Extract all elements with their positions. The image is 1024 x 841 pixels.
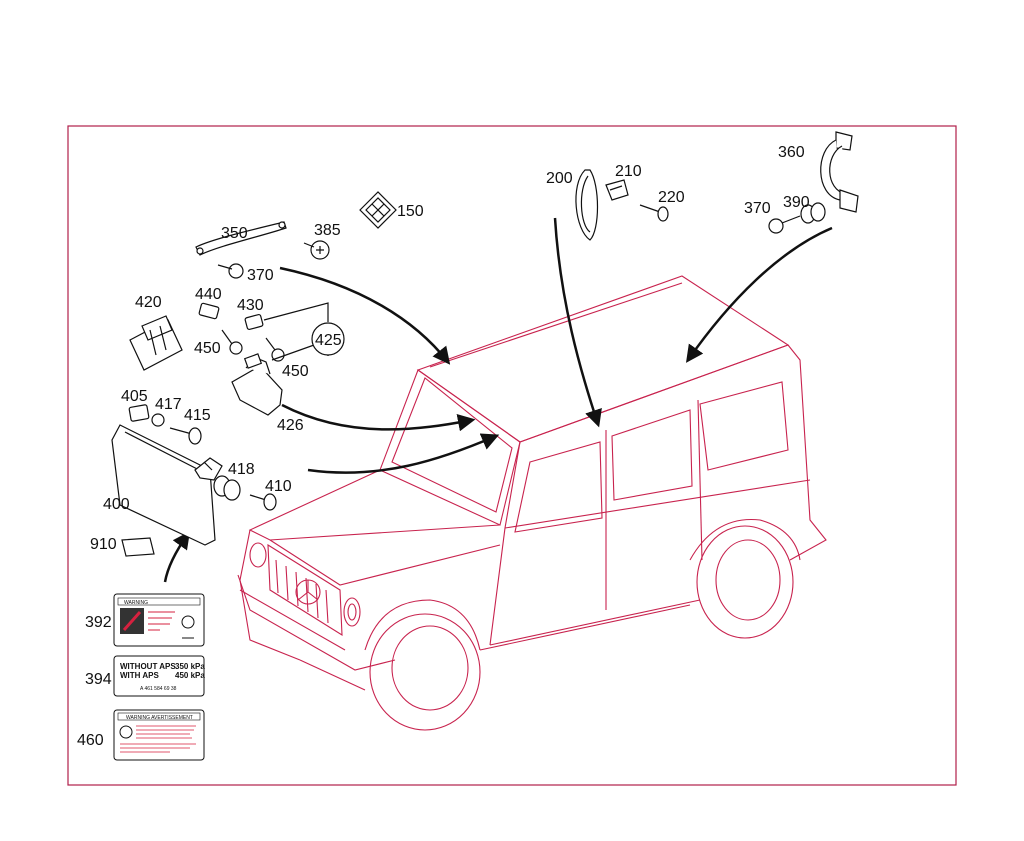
part-400-sun-visor — [111, 424, 216, 546]
callout-210: 210 — [615, 163, 642, 180]
arrow-418-to-windshield — [307, 433, 500, 474]
label-394-line1-left: WITHOUT APS — [120, 662, 176, 671]
callout-220: 220 — [658, 189, 685, 206]
part-426-rear-view-mirror — [231, 353, 283, 416]
callout-910: 910 — [90, 536, 117, 553]
part-420-mirror-bracket — [129, 315, 183, 371]
callout-450-right: 450 — [282, 363, 309, 380]
parts — [111, 131, 859, 557]
part-360-grab-handle — [820, 131, 859, 213]
arrows — [163, 217, 833, 583]
label-394-part-number: A 461 584 69 38 — [140, 686, 177, 692]
part-418-bushing — [213, 475, 241, 501]
callout-415: 415 — [184, 407, 211, 424]
label-394-line1-right: 350 kPa — [175, 662, 205, 671]
callout-390: 390 — [783, 194, 810, 211]
callout-460: 460 — [77, 732, 104, 749]
label-460: WARNING AVERTISSEMENT — [113, 709, 205, 761]
label-394-line2-left: WITH APS — [120, 671, 159, 680]
callout-425-circle — [311, 322, 345, 356]
part-370-screw-right — [768, 215, 801, 234]
arrow-label-to-visor — [163, 531, 191, 583]
arrow-200-to-pillar — [553, 217, 602, 428]
callout-394: 394 — [85, 671, 112, 688]
part-910-clip — [121, 537, 155, 557]
label-394-line2-right: 450 kPa — [175, 671, 205, 680]
part-418-visor-hinge — [194, 457, 223, 481]
part-417-washer — [151, 413, 165, 427]
callout-392: 392 — [85, 614, 112, 631]
part-220-screw — [639, 204, 669, 222]
callout-400: 400 — [103, 496, 130, 513]
arrow-360-to-roof — [685, 226, 833, 363]
callout-410: 410 — [265, 478, 292, 495]
part-410-screw — [249, 493, 277, 511]
callout-360: 360 — [778, 144, 805, 161]
part-385-screw — [303, 240, 330, 260]
part-210-clip — [605, 179, 629, 201]
callout-350: 350 — [221, 225, 248, 242]
part-450-screw-left — [221, 329, 243, 355]
arrow-426-to-windshield — [281, 403, 476, 432]
part-440-pad — [198, 302, 220, 320]
callout-418: 418 — [228, 461, 255, 478]
arrow-370-to-roof — [279, 266, 451, 365]
callout-425: 425 — [315, 332, 342, 349]
callout-405: 405 — [121, 388, 148, 405]
label-394: WITHOUT APS 350 kPa WITH APS 450 kPa A 4… — [113, 655, 205, 697]
part-370-screw-left — [217, 263, 244, 279]
callout-440: 440 — [195, 286, 222, 303]
callout-430: 430 — [237, 297, 264, 314]
part-405-clip — [128, 404, 150, 422]
callout-450-left: 450 — [194, 340, 221, 357]
callout-385: 385 — [314, 222, 341, 239]
part-390-cap — [800, 202, 826, 224]
part-415-screw — [169, 427, 202, 445]
part-450-screw-right — [265, 337, 285, 362]
callout-370-right: 370 — [744, 200, 771, 217]
callout-420: 420 — [135, 294, 162, 311]
vehicle-outline — [237, 275, 827, 731]
part-150-mount-plate — [359, 191, 397, 229]
callout-150: 150 — [397, 203, 424, 220]
callout-numbers: 150 200 210 220 350 360 370 370 385 390 … — [77, 144, 810, 749]
label-392: WARNING — [113, 593, 205, 647]
callout-426: 426 — [277, 417, 304, 434]
part-350-grab-handle — [195, 221, 287, 256]
callout-370-left: 370 — [247, 267, 274, 284]
part-200-strap — [575, 169, 599, 241]
callout-417: 417 — [155, 396, 182, 413]
callout-200: 200 — [546, 170, 573, 187]
part-430-pad — [244, 313, 264, 331]
diagram-frame — [67, 125, 957, 786]
label-392-title: WARNING — [124, 600, 148, 606]
label-460-title: WARNING AVERTISSEMENT — [126, 715, 193, 721]
